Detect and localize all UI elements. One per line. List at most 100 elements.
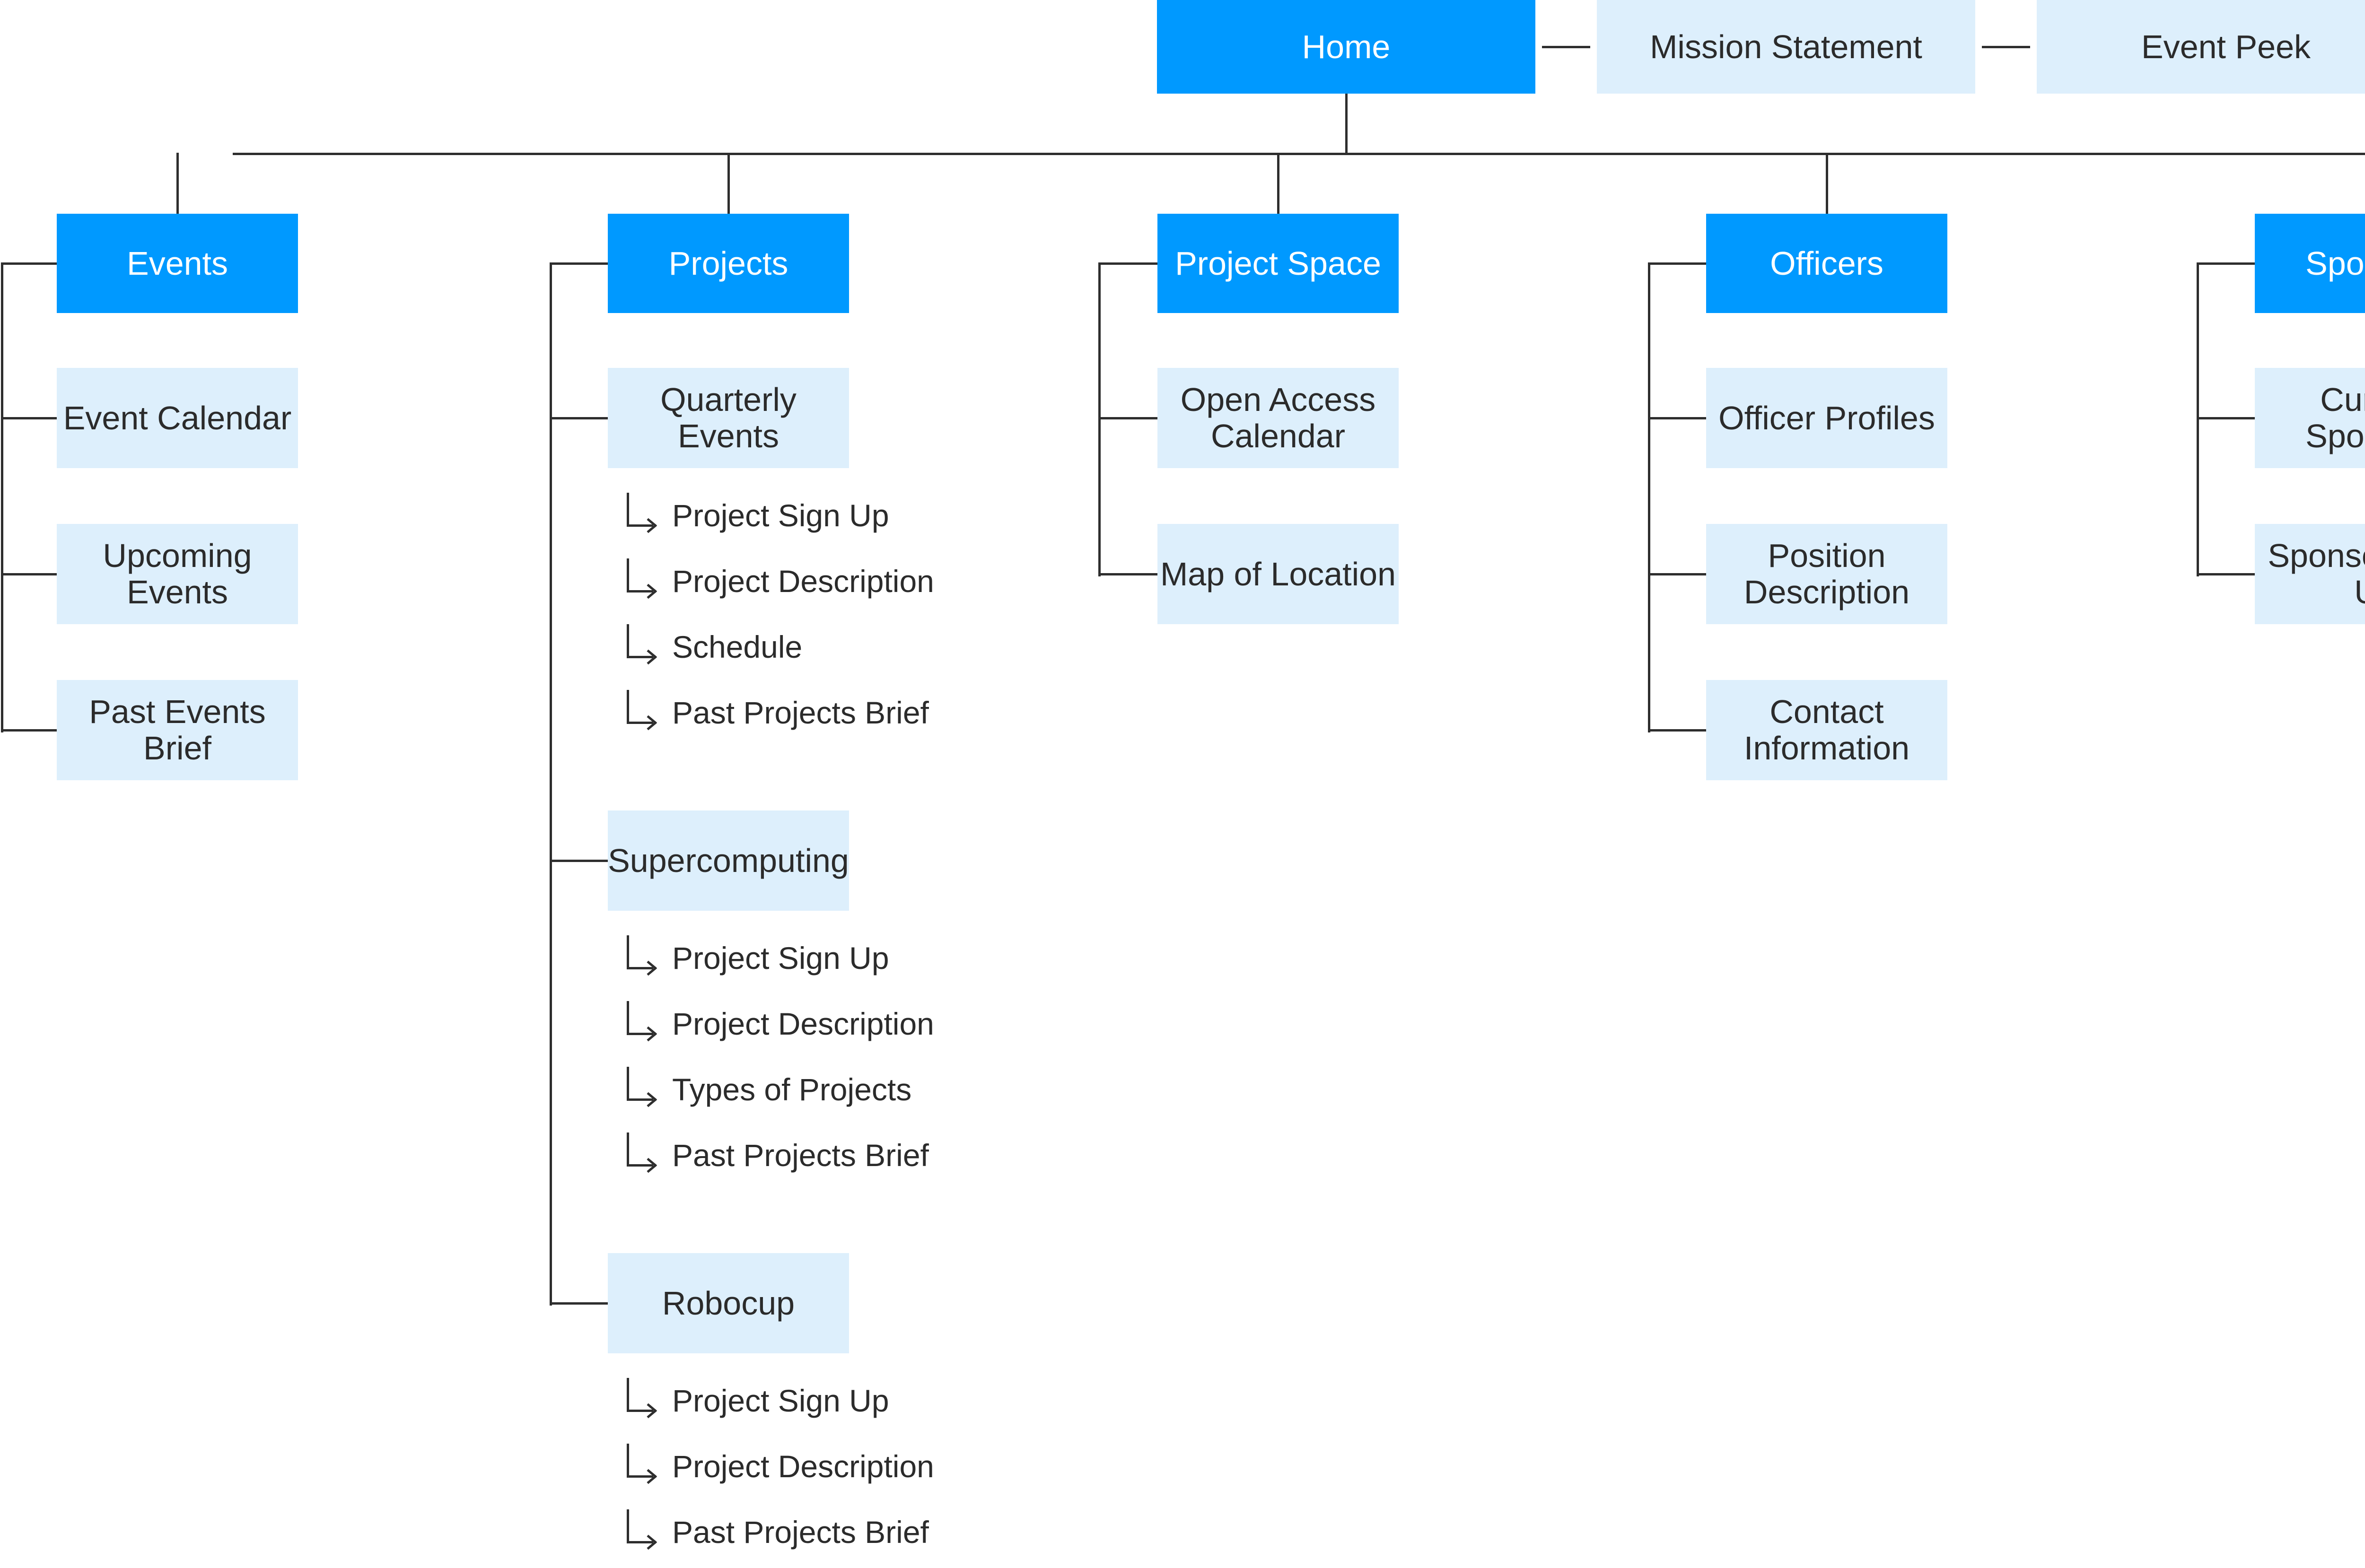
arrow-down-right-icon bbox=[627, 1066, 658, 1112]
sub-item[interactable]: Types of Projects bbox=[627, 1056, 911, 1122]
node-label: Officer Profiles bbox=[1718, 399, 1935, 436]
sub-item-label: Past Projects Brief bbox=[672, 1137, 929, 1173]
column-stub-line bbox=[1098, 417, 1157, 419]
column-spine-line bbox=[550, 263, 552, 1306]
sub-item-label: Project Sign Up bbox=[672, 940, 889, 976]
node-position-description[interactable]: Position Description bbox=[1706, 524, 1947, 624]
sub-item-label: Schedule bbox=[672, 629, 803, 664]
node-upcoming-events[interactable]: Upcoming Events bbox=[57, 524, 298, 624]
column-drop-line bbox=[727, 153, 730, 214]
node-label: Event Calendar bbox=[63, 399, 292, 436]
sub-item-label: Past Projects Brief bbox=[672, 695, 929, 730]
arrow-down-right-icon bbox=[627, 1509, 658, 1555]
node-label: Map of Location bbox=[1160, 555, 1396, 592]
node-label: Past Events Brief bbox=[89, 693, 266, 767]
node-past-events-brief[interactable]: Past Events Brief bbox=[57, 680, 298, 780]
node-label: Mission Statement bbox=[1650, 28, 1922, 65]
column-stub-line bbox=[550, 417, 608, 419]
sub-item[interactable]: Project Sign Up bbox=[627, 925, 889, 991]
top-row-connector bbox=[1542, 46, 1590, 48]
node-label: Quarterly Events bbox=[660, 381, 797, 454]
node-label: Robocup bbox=[662, 1284, 795, 1322]
column-stub-line bbox=[1098, 573, 1157, 575]
node-label: Sponsors bbox=[2305, 244, 2365, 282]
node-open-access-calendar[interactable]: Open Access Calendar bbox=[1157, 368, 1399, 468]
sub-item[interactable]: Schedule bbox=[627, 614, 802, 679]
sub-item[interactable]: Past Projects Brief bbox=[627, 1499, 929, 1565]
column-spine-line bbox=[1098, 263, 1101, 576]
column-spine-line bbox=[2197, 263, 2199, 576]
sub-item[interactable]: Project Sign Up bbox=[627, 482, 889, 548]
node-supercomputing[interactable]: Supercomputing bbox=[608, 810, 849, 911]
node-home[interactable]: Home bbox=[1157, 0, 1535, 94]
column-header-officers[interactable]: Officers bbox=[1706, 214, 1947, 313]
column-stub-line bbox=[1098, 262, 1157, 265]
sub-item-label: Project Description bbox=[672, 563, 934, 599]
sub-item[interactable]: Past Projects Brief bbox=[627, 679, 929, 745]
node-quarterly-events[interactable]: Quarterly Events bbox=[608, 368, 849, 468]
arrow-down-right-icon bbox=[627, 1377, 658, 1423]
node-robocup[interactable]: Robocup bbox=[608, 1253, 849, 1353]
column-stub-line bbox=[1648, 573, 1706, 575]
node-label: Events bbox=[127, 244, 228, 282]
node-officer-profiles[interactable]: Officer Profiles bbox=[1706, 368, 1947, 468]
top-row-connector bbox=[1982, 46, 2030, 48]
arrow-down-right-icon bbox=[627, 624, 658, 670]
sub-item[interactable]: Project Description bbox=[627, 991, 934, 1056]
sub-item-label: Types of Projects bbox=[672, 1071, 912, 1107]
column-stub-line bbox=[1648, 729, 1706, 732]
node-label: Upcoming Events bbox=[103, 537, 252, 610]
column-stub-line bbox=[550, 262, 608, 265]
trunk-line bbox=[233, 153, 2365, 155]
node-sponsors-sign-up[interactable]: Sponsors Sign Up bbox=[2255, 524, 2365, 624]
node-label: Supercomputing bbox=[608, 842, 849, 879]
node-contact-information[interactable]: Contact Information bbox=[1706, 680, 1947, 780]
node-event-calendar[interactable]: Event Calendar bbox=[57, 368, 298, 468]
column-drop-line bbox=[176, 153, 179, 214]
node-current-sponsors[interactable]: Current Sponsors bbox=[2255, 368, 2365, 468]
node-mission-statement[interactable]: Mission Statement bbox=[1597, 0, 1975, 94]
arrow-down-right-icon bbox=[627, 1001, 658, 1046]
sub-item-label: Project Description bbox=[672, 1006, 934, 1041]
column-spine-line bbox=[1, 263, 3, 732]
node-label: Project Space bbox=[1175, 244, 1381, 282]
column-drop-line bbox=[1826, 153, 1828, 214]
node-label: Sponsors Sign Up bbox=[2268, 537, 2365, 610]
column-stub-line bbox=[2197, 417, 2255, 419]
node-label: Contact Information bbox=[1743, 693, 1910, 767]
sub-item-label: Project Sign Up bbox=[672, 497, 889, 533]
column-header-sponsors[interactable]: Sponsors bbox=[2255, 214, 2365, 313]
sub-item[interactable]: Project Sign Up bbox=[627, 1368, 889, 1433]
sub-item-label: Past Projects Brief bbox=[672, 1514, 929, 1550]
sub-item[interactable]: Past Projects Brief bbox=[627, 1122, 929, 1188]
column-header-projects[interactable]: Projects bbox=[608, 214, 849, 313]
node-label: Projects bbox=[668, 244, 788, 282]
sub-item-label: Project Description bbox=[672, 1448, 934, 1484]
arrow-down-right-icon bbox=[627, 689, 658, 735]
column-stub-line bbox=[1, 729, 57, 732]
column-stub-line bbox=[1, 417, 57, 419]
column-stub-line bbox=[1, 573, 57, 575]
column-spine-line bbox=[1648, 263, 1650, 732]
column-stub-line bbox=[1, 262, 57, 265]
sub-item[interactable]: Project Description bbox=[627, 1433, 934, 1499]
node-label: Home bbox=[1302, 28, 1391, 65]
column-header-events[interactable]: Events bbox=[57, 214, 298, 313]
column-header-project-space[interactable]: Project Space bbox=[1157, 214, 1399, 313]
column-stub-line bbox=[1648, 417, 1706, 419]
column-drop-line bbox=[1277, 153, 1279, 214]
arrow-down-right-icon bbox=[627, 1132, 658, 1178]
column-stub-line bbox=[550, 860, 608, 862]
arrow-down-right-icon bbox=[627, 1443, 658, 1489]
node-map-of-location[interactable]: Map of Location bbox=[1157, 524, 1399, 624]
column-stub-line bbox=[1648, 262, 1706, 265]
arrow-down-right-icon bbox=[627, 492, 658, 538]
node-label: Officers bbox=[1770, 244, 1883, 282]
node-event-peek[interactable]: Event Peek bbox=[2037, 0, 2365, 94]
column-stub-line bbox=[2197, 573, 2255, 575]
arrow-down-right-icon bbox=[627, 558, 658, 604]
column-stub-line bbox=[2197, 262, 2255, 265]
node-label: Current Sponsors bbox=[2305, 381, 2365, 454]
sub-item[interactable]: Project Description bbox=[627, 548, 934, 614]
